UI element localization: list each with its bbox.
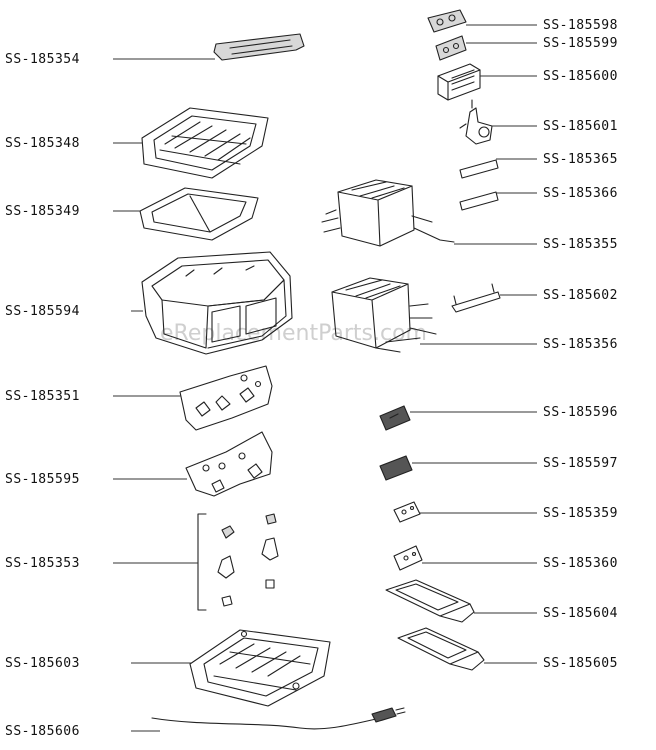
- part-label: SS-185356: [543, 337, 618, 352]
- part-label: SS-185351: [5, 389, 80, 404]
- part-ss-185360-drawing: [393, 545, 423, 571]
- part-ss-185351-drawing: [179, 365, 273, 431]
- part-ss-185597-drawing: [379, 455, 413, 481]
- part-ss-185355-drawing: [321, 179, 455, 247]
- part-ss-185604-drawing: [385, 579, 475, 623]
- part-label: SS-185602: [543, 288, 618, 303]
- part-label: SS-185606: [5, 724, 80, 739]
- part-ss-185594-drawing: [141, 251, 293, 355]
- part-label: SS-185355: [543, 237, 618, 252]
- part-label: SS-185354: [5, 52, 80, 67]
- part-label: SS-185597: [543, 456, 618, 471]
- part-ss-185601-drawing: [459, 99, 493, 145]
- part-ss-185596-drawing: [379, 405, 411, 431]
- part-ss-185595-drawing: [185, 431, 273, 497]
- part-label: SS-185600: [543, 69, 618, 84]
- part-label: SS-185349: [5, 204, 80, 219]
- part-ss-185599-drawing: [435, 35, 467, 61]
- part-label: SS-185594: [5, 304, 80, 319]
- part-ss-185348-drawing: [141, 107, 269, 179]
- part-ss-185603-drawing: [189, 629, 331, 707]
- part-ss-185598-drawing: [427, 9, 467, 33]
- part-label: SS-185599: [543, 36, 618, 51]
- part-label: SS-185604: [543, 606, 618, 621]
- part-label: SS-185603: [5, 656, 80, 671]
- part-ss-185356-drawing: [331, 277, 437, 353]
- part-ss-185366-drawing: [459, 191, 499, 211]
- part-ss-185349-drawing: [139, 187, 259, 241]
- watermark-text: eReplacementParts.com: [160, 321, 427, 346]
- part-label: SS-185353: [5, 556, 80, 571]
- part-ss-185359-drawing: [393, 501, 421, 523]
- part-ss-185365-drawing: [459, 159, 499, 179]
- part-label: SS-185596: [543, 405, 618, 420]
- part-ss-185354-drawing: [213, 33, 305, 61]
- part-label: SS-185595: [5, 472, 80, 487]
- part-label: SS-185366: [543, 186, 618, 201]
- part-label: SS-185605: [543, 656, 618, 671]
- part-label: SS-185360: [543, 556, 618, 571]
- part-ss-185605-drawing: [397, 627, 485, 671]
- part-label: SS-185598: [543, 18, 618, 33]
- part-ss-185602-drawing: [451, 283, 501, 313]
- part-label: SS-185365: [543, 152, 618, 167]
- part-label: SS-185359: [543, 506, 618, 521]
- part-label: SS-185348: [5, 136, 80, 151]
- part-ss-185600-drawing: [437, 63, 481, 101]
- part-ss-185606-drawing: [151, 707, 406, 730]
- part-ss-185353-drawing: [197, 513, 279, 611]
- part-label: SS-185601: [543, 119, 618, 134]
